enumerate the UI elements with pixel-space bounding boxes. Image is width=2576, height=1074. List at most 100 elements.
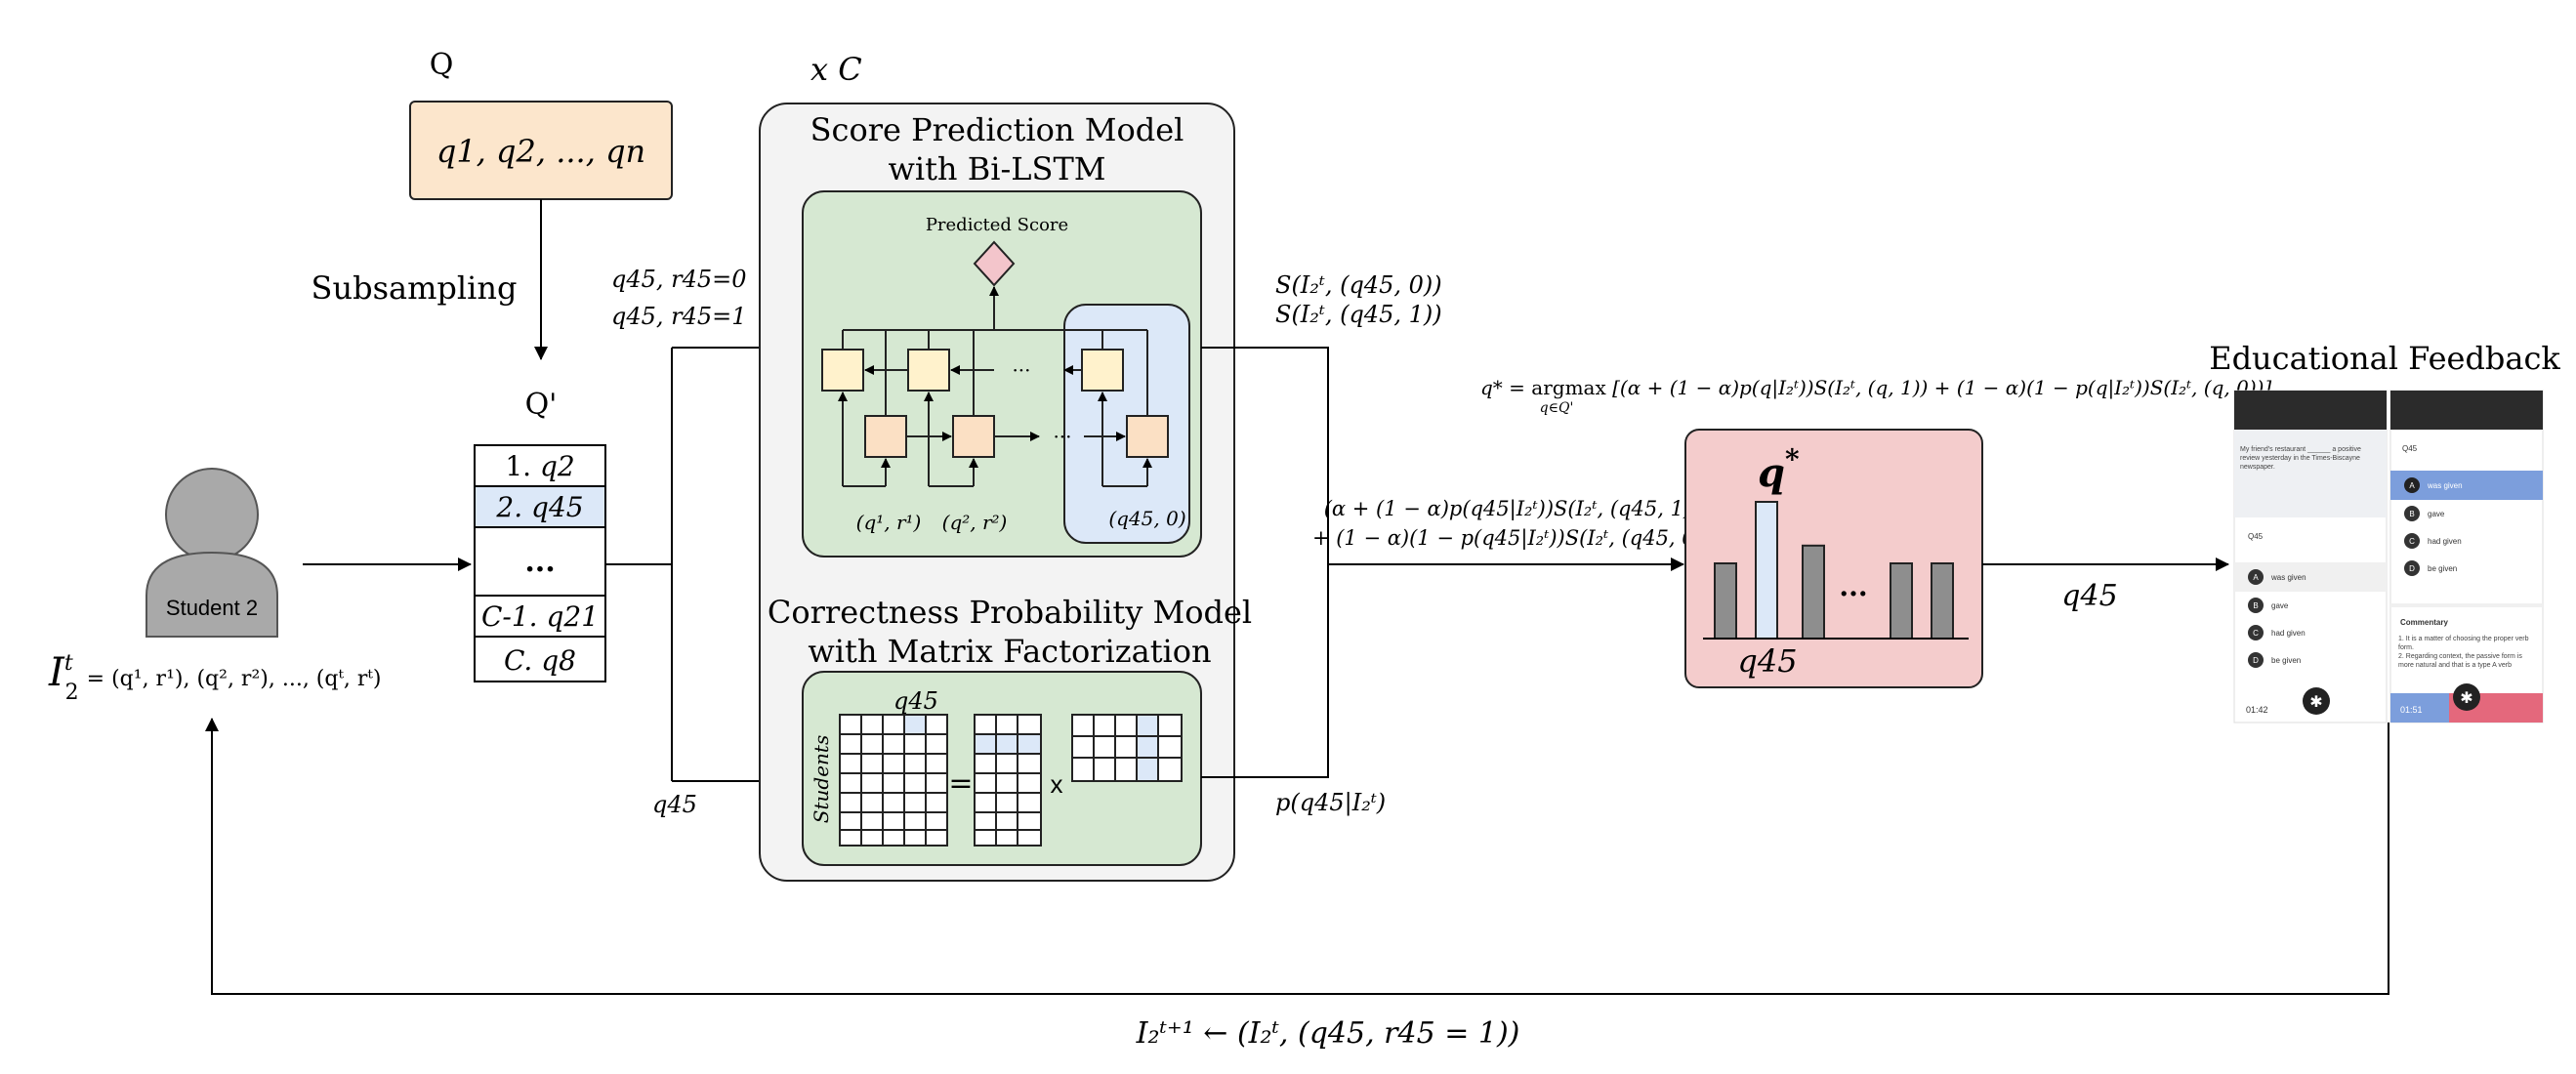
cp-row-label: Students xyxy=(810,735,833,823)
svg-text:C: C xyxy=(2253,629,2259,638)
predicted-score-label: Predicted Score xyxy=(926,215,1068,235)
selection-bar xyxy=(1714,562,1737,640)
forward-cell xyxy=(952,415,995,458)
score-model-title-2: with Bi-LSTM xyxy=(888,150,1105,187)
q-prime-row-2-text: 2. q45 xyxy=(495,491,583,523)
right-option-b[interactable]: gave xyxy=(2428,510,2445,518)
forward-dots: ··· xyxy=(1053,425,1071,448)
cp-model-title-1: Correctness Probability Model xyxy=(768,594,1252,631)
list-to-models-connector xyxy=(605,348,673,781)
prob-output-connector xyxy=(1201,564,1329,778)
selection-bar xyxy=(1931,562,1954,640)
q-prime-row-3-text: ... xyxy=(524,545,555,579)
score-output-0: S(I₂ᵗ, (q45, 0)) xyxy=(1275,271,1442,299)
left-options: A was given B gave C had given D be give… xyxy=(2248,569,2306,668)
rating-matrix xyxy=(839,714,948,847)
selection-box xyxy=(1684,429,1983,688)
svg-text:B: B xyxy=(2409,510,2414,518)
right-tag: Q45 xyxy=(2402,444,2418,453)
forward-cell xyxy=(864,415,907,458)
input-r1-label: q45, r45=1 xyxy=(611,303,747,330)
score-output-connector xyxy=(1201,347,1329,564)
q-pool-label: Q xyxy=(430,48,454,82)
selection-label: q45 xyxy=(1737,642,1797,680)
q-prime-row xyxy=(474,526,606,597)
lstm-input-1: (q¹, r¹) xyxy=(856,511,922,534)
cp-col-label: q45 xyxy=(893,687,938,715)
lstm-input-2: (q², r²) xyxy=(942,511,1008,534)
q-pool-items: q1, q2, ..., qn xyxy=(436,133,645,170)
q-prime-row-4-text: C-1. q21 xyxy=(481,600,599,633)
subsampling-label: Subsampling xyxy=(312,269,518,307)
q-prime-row xyxy=(474,636,606,682)
predicted-score-diamond xyxy=(973,240,1016,287)
backward-cell xyxy=(821,349,864,392)
svg-text:C: C xyxy=(2409,537,2415,546)
right-timer: 01:51 xyxy=(2400,705,2423,715)
combine-line-1: (α + (1 − α)p(q45|I₂ᵗ))S(I₂ᵗ, (q45, 1)) xyxy=(1324,497,1700,521)
combine-line-2: + (1 − α)(1 − p(q45|I₂ᵗ))S(I₂ᵗ, (q45, 0)… xyxy=(1312,526,1711,551)
item-factor-matrix xyxy=(1071,714,1183,782)
student-label: Student 2 xyxy=(166,596,258,620)
argmax-subscript: q∈Q' xyxy=(1540,400,1574,416)
lstm-network xyxy=(821,286,1169,487)
left-option-b[interactable]: gave xyxy=(2271,601,2289,610)
right-option-a[interactable]: was given xyxy=(2427,481,2463,490)
q-prime-row-5-text: C. q8 xyxy=(504,644,576,677)
right-fab-icon: ✱ xyxy=(2460,688,2472,707)
left-option-d[interactable]: be given xyxy=(2271,656,2301,665)
equals-sign: = xyxy=(948,766,973,801)
selection-dots: ... xyxy=(1839,570,1867,602)
times-c-label: x C xyxy=(810,51,862,88)
student-factor-matrix xyxy=(974,714,1042,847)
left-option-a[interactable]: was given xyxy=(2270,573,2306,582)
forward-cell xyxy=(1126,415,1169,458)
left-option-c[interactable]: had given xyxy=(2271,629,2306,638)
svg-text:D: D xyxy=(2409,564,2415,573)
right-options: A was given B gave C had given D be give… xyxy=(2404,477,2463,576)
phone-left: My friend's restaurant ______ a positive… xyxy=(2233,390,2388,723)
left-question-text: My friend's restaurant ______ a positive… xyxy=(2240,446,2361,471)
lstm-input-3: (q45, 0) xyxy=(1108,507,1185,530)
q-prime-label: Q' xyxy=(525,388,558,422)
backward-dots: ··· xyxy=(1012,358,1030,382)
backward-cell xyxy=(907,349,950,392)
commentary-body: 1. It is a matter of choosing the proper… xyxy=(2398,636,2529,669)
update-equation: I₂ᵗ⁺¹ ← (I₂ᵗ, (q45, r45 = 1)) xyxy=(1136,1016,1520,1051)
feedback-title: Educational Feedback xyxy=(2209,340,2560,377)
commentary-title: Commentary xyxy=(2400,618,2448,627)
selection-bars xyxy=(1714,501,1954,640)
right-option-c[interactable]: had given xyxy=(2428,537,2462,546)
q-prime-row xyxy=(474,444,606,487)
argmax-formula: q* = argmax [(α + (1 − α)p(q|I₂ᵗ))S(I₂ᵗ,… xyxy=(1480,376,2271,400)
score-output-1: S(I₂ᵗ, (q45, 1)) xyxy=(1275,301,1442,328)
q-prime-row-1-text: 1. q2 xyxy=(505,450,574,482)
input-q45-label: q45 xyxy=(652,791,697,818)
right-option-d[interactable]: be given xyxy=(2428,564,2457,573)
input-r0-label: q45, r45=0 xyxy=(611,266,747,293)
selected-q-star: q* xyxy=(1758,443,1800,496)
prob-output: p(q45|I₂ᵗ) xyxy=(1275,789,1386,817)
left-fab-icon: ✱ xyxy=(2309,692,2322,711)
backward-cell xyxy=(1081,349,1124,392)
svg-text:B: B xyxy=(2253,601,2258,610)
svg-text:D: D xyxy=(2253,656,2259,665)
feedback-loop-connector xyxy=(205,718,2389,995)
selection-bar xyxy=(1890,562,1913,640)
output-q-label: q45 xyxy=(2061,579,2117,613)
phone-right: Q45 A was given B gave C had given D be … xyxy=(2389,390,2544,723)
score-model-title-1: Score Prediction Model xyxy=(810,111,1184,148)
q-prime-list: 1. q2 2. q45 ... C-1. q21 C. q8 xyxy=(474,444,606,682)
selection-bar xyxy=(1755,501,1778,640)
svg-text:A: A xyxy=(2409,481,2415,490)
selection-bar xyxy=(1802,544,1825,640)
svg-text:A: A xyxy=(2253,573,2259,582)
times-sign: x xyxy=(1051,769,1063,799)
right-fab-button[interactable] xyxy=(2453,683,2480,711)
cp-model-title-2: with Matrix Factorization xyxy=(808,633,1211,670)
left-fab-button[interactable] xyxy=(2303,687,2330,715)
left-tag: Q45 xyxy=(2248,532,2264,541)
left-timer: 01:42 xyxy=(2246,705,2268,715)
student-icon xyxy=(145,468,278,638)
